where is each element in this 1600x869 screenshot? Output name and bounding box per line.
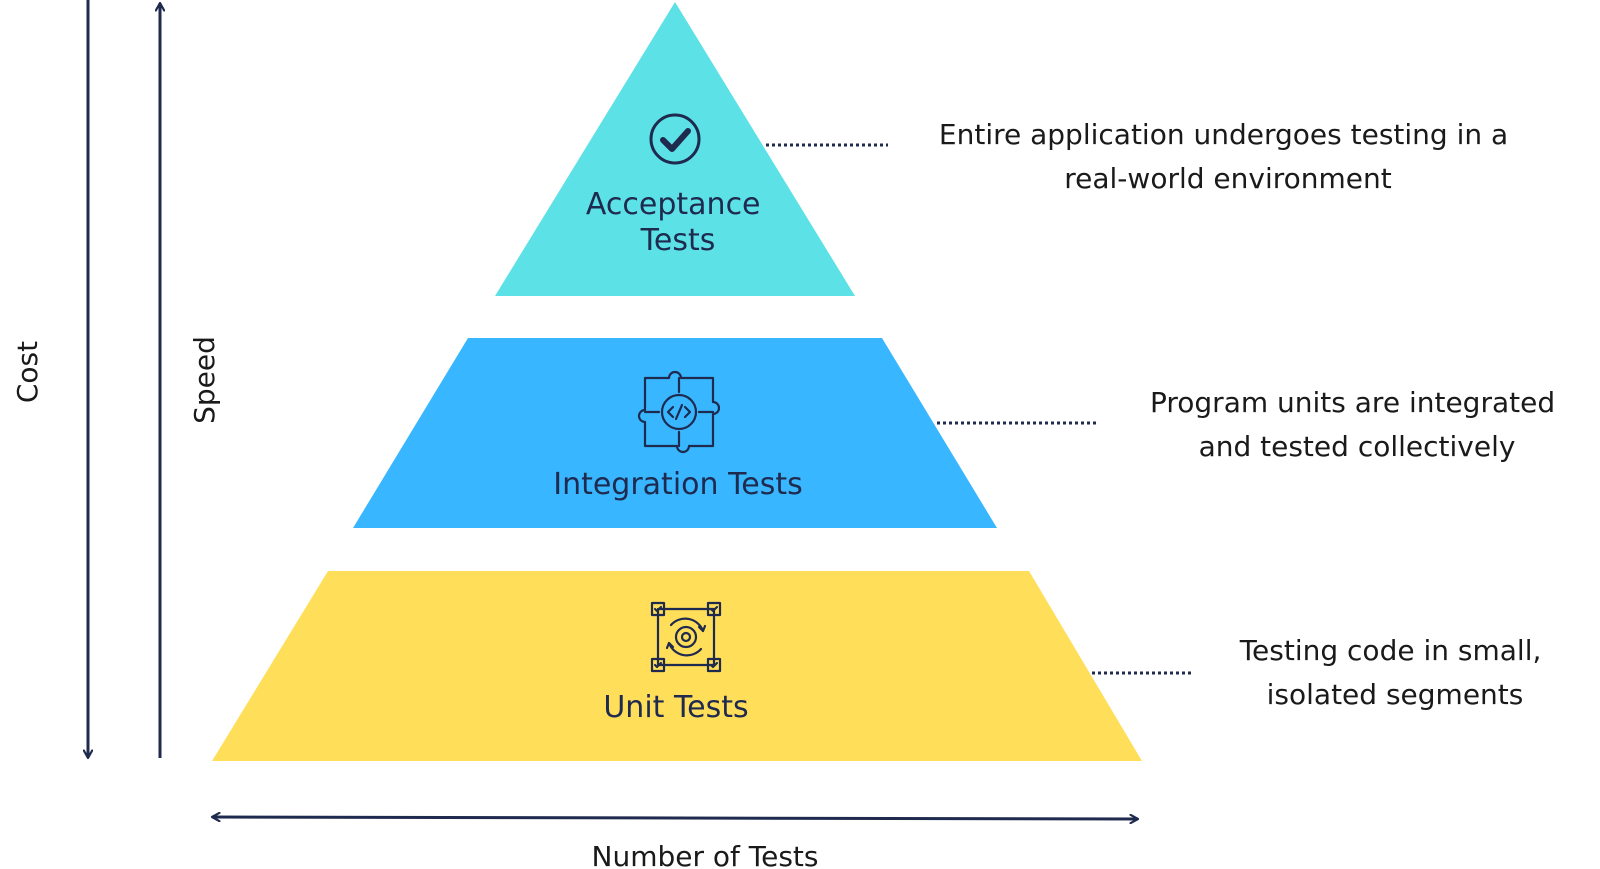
acceptance-tier-label: Acceptance Tests [586, 187, 770, 258]
integration-description: Program units are integrated and tested … [1150, 386, 1564, 463]
speed-axis-label: Speed [188, 336, 221, 424]
count-axis-label: Number of Tests [592, 840, 819, 869]
gear-refresh-icon [650, 601, 722, 673]
integration-description-line-1: Program units are integrated [1150, 386, 1555, 419]
acceptance-label-line-1: Acceptance [586, 187, 761, 222]
acceptance-label-line-2: Tests [640, 223, 716, 258]
integration-description-line-2: and tested collectively [1199, 430, 1516, 463]
acceptance-description-line-1: Entire application undergoes testing in … [939, 118, 1508, 151]
acceptance-description: Entire application undergoes testing in … [939, 118, 1517, 195]
unit-tier-label: Unit Tests [603, 690, 748, 725]
unit-description: Testing code in small, isolated segments [1239, 634, 1551, 711]
integration-tier [353, 338, 997, 528]
unit-description-line-1: Testing code in small, [1239, 634, 1542, 667]
count-axis-arrow [212, 817, 1138, 819]
unit-description-line-2: isolated segments [1267, 678, 1524, 711]
check-circle-icon [649, 113, 701, 165]
cost-axis-label: Cost [11, 341, 44, 403]
puzzle-code-icon [637, 370, 721, 454]
integration-tier-label: Integration Tests [553, 467, 803, 502]
acceptance-description-line-2: real-world environment [1064, 162, 1392, 195]
